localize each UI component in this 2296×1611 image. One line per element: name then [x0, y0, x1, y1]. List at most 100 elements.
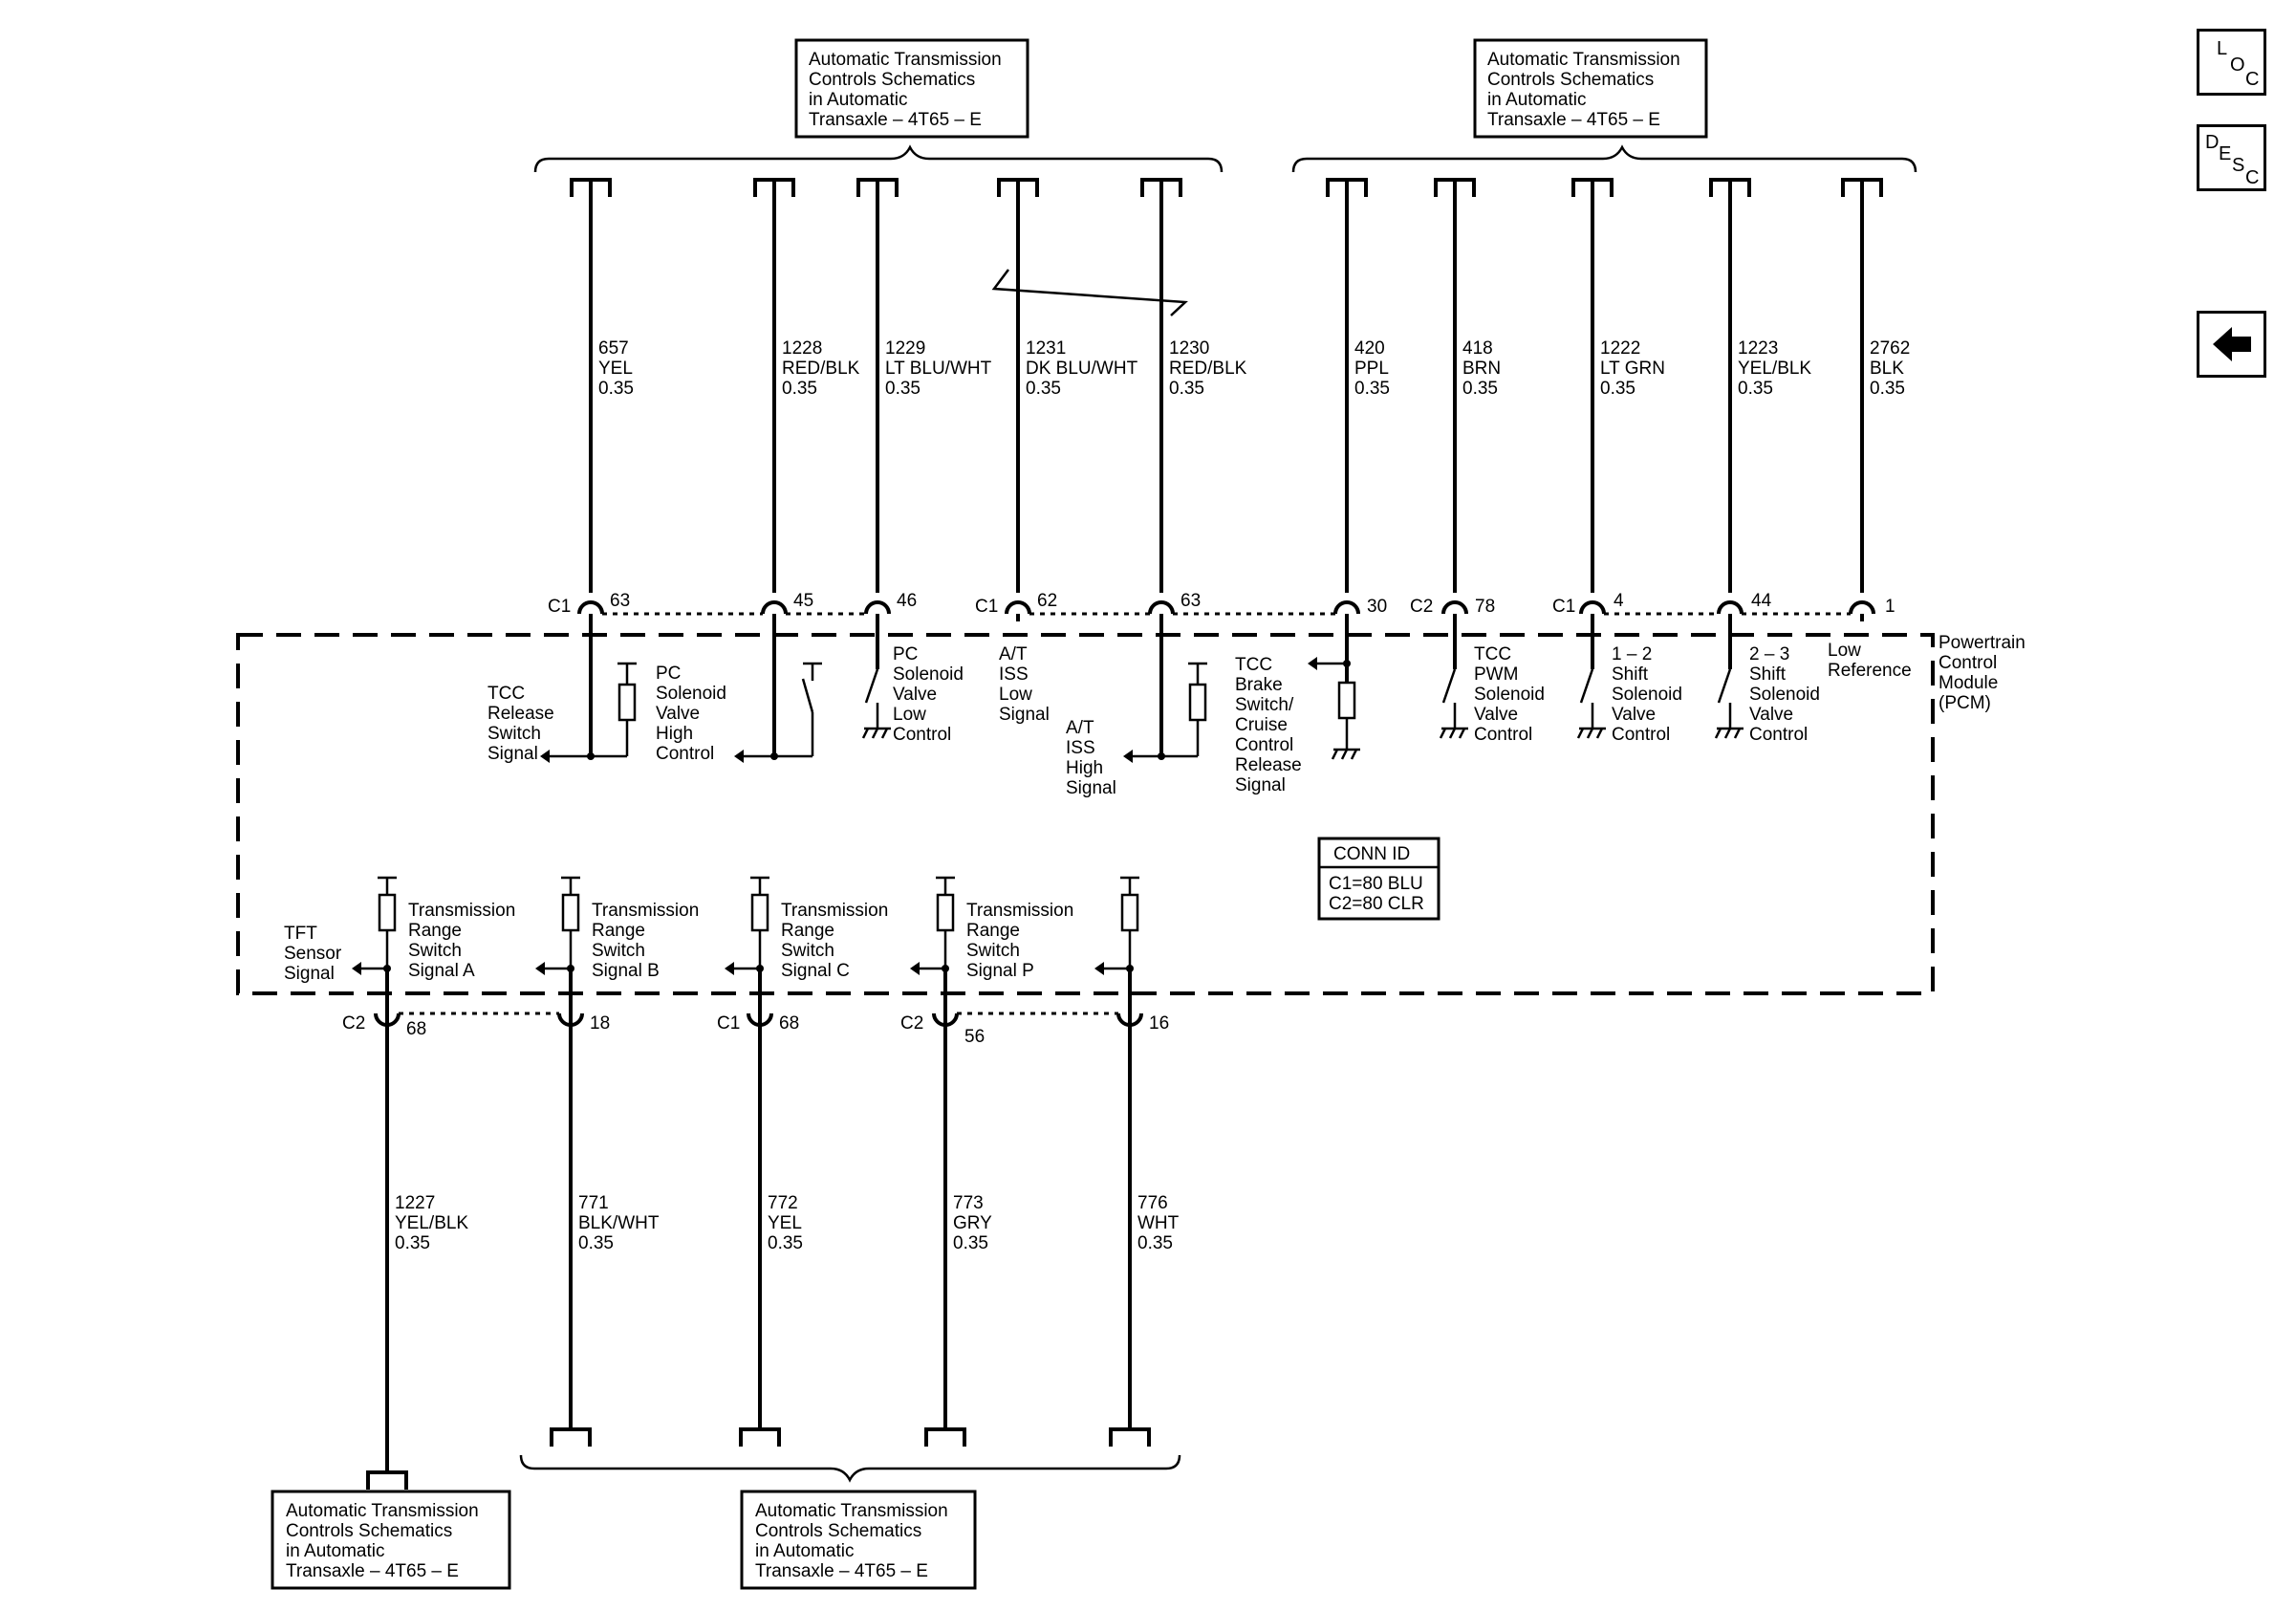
circuit-number: 1230 — [1169, 338, 1209, 359]
ref-box-bottom-left[interactable]: Automatic Transmission Controls Schemati… — [271, 1490, 511, 1590]
circuit-function-label: Reference — [1828, 661, 1912, 681]
circuit-function-label: Transmission — [408, 901, 515, 921]
circuit-function-label: Valve — [1474, 705, 1518, 725]
wire-color: WHT — [1137, 1213, 1180, 1233]
circuit-number: 418 — [1462, 338, 1493, 359]
connector-id: C1 — [1552, 597, 1575, 617]
circuit-function-label: Solenoid — [1474, 685, 1545, 705]
ref-text: Controls Schematics — [809, 70, 975, 90]
circuit-function-label: Transmission — [592, 901, 699, 921]
desc-button[interactable]: D E S C — [2197, 124, 2266, 191]
wire-2762[interactable]: 2762 BLK 0.35 1 Low Reference — [1828, 178, 1912, 681]
pin-number: 63 — [1180, 591, 1201, 611]
circuit-function-label: Valve — [1749, 705, 1793, 725]
wire-657[interactable]: 657 YEL 0.35 C1 63 TCC Release Switch Si… — [487, 178, 637, 764]
wire-gauge: 0.35 — [1870, 379, 1905, 399]
ref-text: Controls Schematics — [755, 1521, 921, 1541]
ref-box-top-right[interactable]: Automatic Transmission Controls Schemati… — [1473, 38, 1708, 139]
circuit-number: 1222 — [1600, 338, 1640, 359]
wire-color: YEL/BLK — [395, 1213, 468, 1233]
wire-1223[interactable]: 1223 YEL/BLK 0.35 44 2 – 3 Shift Solenoi… — [1709, 178, 1820, 745]
ref-text: Transaxle – 4T65 – E — [1487, 110, 1660, 130]
back-button[interactable] — [2197, 311, 2266, 378]
wire-gauge: 0.35 — [598, 379, 634, 399]
circuit-function-label: Solenoid — [656, 684, 726, 704]
wire-color: RED/BLK — [1169, 359, 1247, 379]
wire-771[interactable]: 771 BLK/WHT 0.35 18 Transmission Range S… — [535, 876, 699, 1447]
wire-gauge: 0.35 — [1169, 379, 1204, 399]
wire-776[interactable]: 776 WHT 0.35 16 — [1094, 876, 1180, 1447]
wire-color: YEL — [598, 359, 633, 379]
circuit-function-label: Valve — [656, 704, 700, 724]
pcm-label: Control — [1939, 653, 1997, 673]
circuit-function-label: High — [656, 724, 693, 744]
ref-box-top-left[interactable]: Automatic Transmission Controls Schemati… — [794, 38, 1029, 139]
circuit-function-label: Signal — [999, 705, 1050, 725]
ref-text: Automatic Transmission — [286, 1501, 479, 1521]
circuit-function-label: Shift — [1612, 664, 1649, 685]
wire-1228[interactable]: 1228 RED/BLK 0.35 45 PC Solenoid Valve H… — [656, 178, 860, 764]
circuit-function-label: Brake — [1235, 675, 1283, 695]
circuit-function-label: Switch/ — [1235, 695, 1294, 715]
wire-gauge: 0.35 — [1354, 379, 1390, 399]
wire-color: BRN — [1462, 359, 1501, 379]
circuit-number: 1231 — [1026, 338, 1066, 359]
conn-id-line: C2=80 CLR — [1329, 894, 1424, 914]
circuit-function-label: ISS — [1066, 738, 1095, 758]
pin-number: 63 — [610, 591, 630, 611]
circuit-function-label: TFT — [284, 924, 317, 944]
circuit-function-label: PC — [893, 644, 918, 664]
circuit-function-label: Control — [893, 725, 951, 745]
loc-button[interactable]: L O C — [2197, 29, 2266, 96]
ref-box-bottom-mid[interactable]: Automatic Transmission Controls Schemati… — [740, 1490, 977, 1590]
pcm-label: (PCM) — [1939, 693, 1991, 713]
ref-text: Controls Schematics — [286, 1521, 452, 1541]
brace-top-right — [1291, 144, 1917, 173]
pin-number: 62 — [1037, 591, 1057, 611]
circuit-function-label: Range — [408, 921, 462, 941]
circuit-function-label: Signal — [284, 964, 335, 984]
wire-1222[interactable]: 1222 LT GRN 0.35 C1 4 1 – 2 Shift Soleno… — [1552, 178, 1682, 745]
circuit-function-label: Switch — [966, 941, 1020, 961]
circuit-function-label: Release — [1235, 755, 1302, 775]
circuit-function-label: Control — [1235, 735, 1293, 755]
wire-420[interactable]: 420 PPL 0.35 30 TCC Brake Switch/ Cruise… — [1235, 178, 1390, 795]
wire-color: GRY — [953, 1213, 992, 1233]
pin-number: 4 — [1614, 591, 1624, 611]
wire-1230[interactable]: 1230 RED/BLK 0.35 63 A/T ISS High Signal — [1066, 178, 1247, 798]
circuit-function-label: Cruise — [1235, 715, 1288, 735]
wire-1227[interactable]: 1227 YEL/BLK 0.35 C2 68 TFT Sensor Signa… — [284, 876, 515, 1490]
wire-gauge: 0.35 — [953, 1233, 988, 1253]
circuit-function-label: Signal — [1066, 778, 1116, 798]
loc-letter: L — [2217, 38, 2228, 59]
circuit-number: 1228 — [782, 338, 822, 359]
pin-number: 18 — [590, 1013, 610, 1034]
wire-418[interactable]: 418 BRN 0.35 C2 78 TCC PWM Solenoid Valv… — [1410, 178, 1545, 745]
circuit-function-label: Signal B — [592, 961, 660, 981]
circuit-function-label: TCC — [1235, 655, 1272, 675]
wire-gauge: 0.35 — [1600, 379, 1635, 399]
circuit-function-label: PWM — [1474, 664, 1518, 685]
pcm-border — [236, 633, 1935, 995]
wire-color: LT GRN — [1600, 359, 1665, 379]
circuit-function-label: Solenoid — [1612, 685, 1682, 705]
circuit-function-label: Control — [1474, 725, 1532, 745]
circuit-function-label: Low — [1828, 641, 1861, 661]
wire-773[interactable]: 773 GRY 0.35 C2 56 Transmission Range Sw… — [900, 876, 1073, 1447]
wire-color: RED/BLK — [782, 359, 860, 379]
pin-number: 45 — [793, 591, 813, 611]
ref-text: in Automatic — [755, 1541, 855, 1561]
circuit-number: 773 — [953, 1193, 984, 1213]
wire-1229[interactable]: 1229 LT BLU/WHT 0.35 46 PC Solenoid Valv… — [856, 178, 992, 745]
circuit-number: 2762 — [1870, 338, 1910, 359]
pin-number: 30 — [1367, 597, 1387, 617]
circuit-number: 772 — [768, 1193, 798, 1213]
wire-1231[interactable]: 1231 DK BLU/WHT 0.35 C1 62 A/T ISS Low S… — [975, 178, 1138, 725]
wire-color: DK BLU/WHT — [1026, 359, 1138, 379]
wire-772[interactable]: 772 YEL 0.35 C1 68 Transmission Range Sw… — [717, 876, 888, 1447]
circuit-number: 420 — [1354, 338, 1385, 359]
circuit-function-label: Switch — [592, 941, 645, 961]
brace-top-left — [533, 144, 1224, 173]
circuit-function-label: Range — [592, 921, 645, 941]
desc-letter: E — [2219, 143, 2232, 164]
